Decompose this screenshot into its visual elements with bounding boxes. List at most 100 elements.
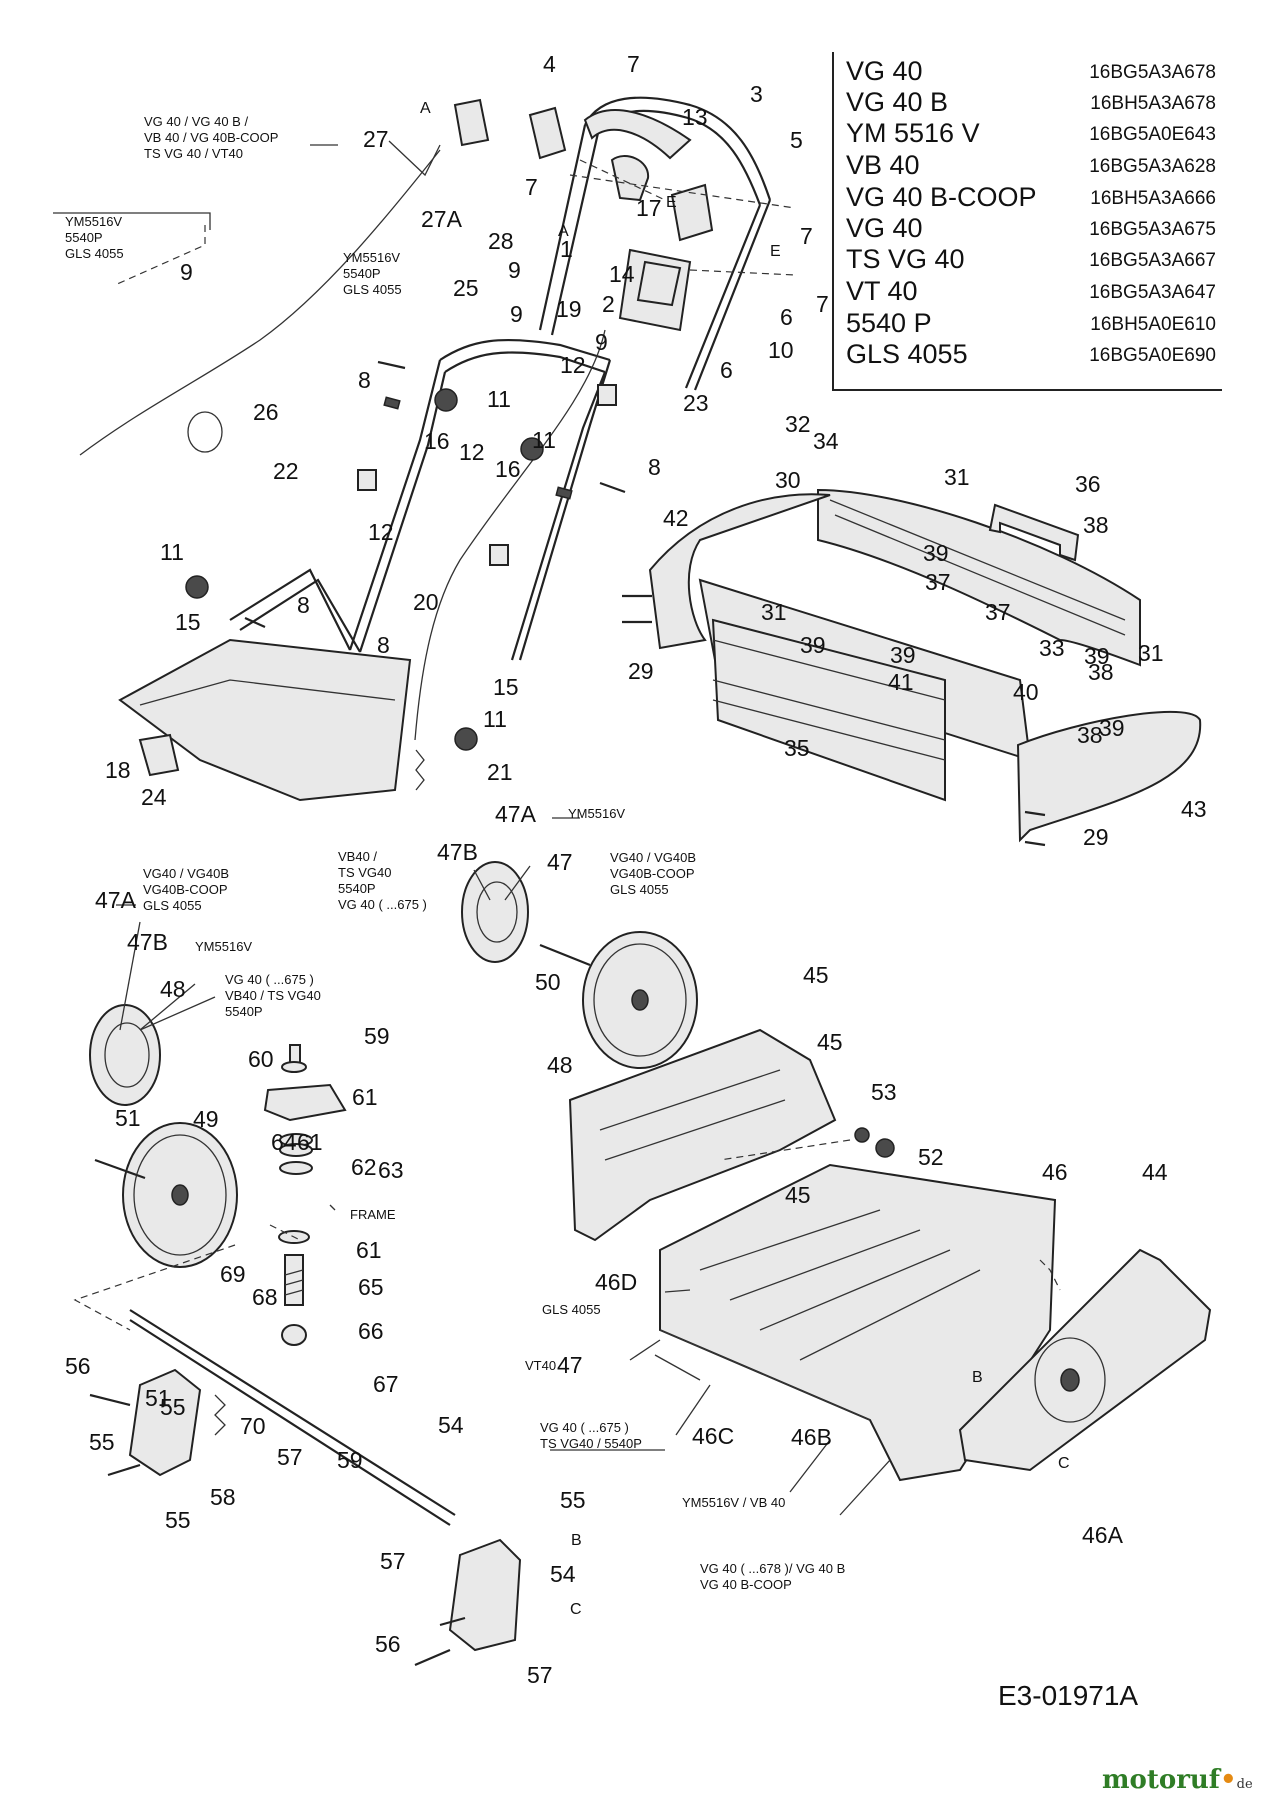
letter-label: A <box>558 223 569 240</box>
part-number-label: 61 <box>356 1237 382 1263</box>
model-note-line: VG 40 ( ...678 )/ VG 40 B <box>700 1561 845 1576</box>
part-number-label: 8 <box>377 632 390 658</box>
part-number-label: 55 <box>165 1507 191 1533</box>
part-number-label: 31 <box>761 599 787 625</box>
part-number-label: 48 <box>160 976 186 1002</box>
model-code: 16BG5A3A647 <box>1089 282 1216 303</box>
part-number-label: 46D <box>595 1269 637 1295</box>
part-number-label: 65 <box>358 1274 384 1300</box>
watermark-dot: • <box>1220 1765 1237 1795</box>
part-number-label: 8 <box>297 592 310 618</box>
part-number-label: 17 <box>636 195 662 221</box>
part-number-label: 26 <box>253 399 279 425</box>
part-number-label: 4 <box>543 51 556 77</box>
model-note-n46c: VT40 <box>525 1358 556 1373</box>
part-number-label: 40 <box>1013 679 1039 705</box>
model-note-line: GLS 4055 <box>65 246 124 261</box>
part-number-label: 31 <box>1138 640 1164 666</box>
part-number-label: 59 <box>364 1023 390 1049</box>
model-note-line: YM5516V / VB 40 <box>682 1495 785 1510</box>
part-number-label: 68 <box>252 1284 278 1310</box>
part-number-label: 38 <box>1088 659 1114 685</box>
part-number-label: 10 <box>768 337 794 363</box>
part-number-label: 11 <box>160 539 184 565</box>
part-number-label: 38 <box>1077 722 1103 748</box>
model-note-line: VB 40 / VG 40B-COOP <box>144 130 278 145</box>
part-number-label: 27A <box>421 206 463 232</box>
part-number-label: 47B <box>127 929 168 955</box>
part-number-label: 42 <box>663 505 689 531</box>
part-number-label: 12 <box>459 439 485 465</box>
part-number-label: 43 <box>1181 796 1207 822</box>
part-number-label: 37 <box>925 569 951 595</box>
model-note-n47a_top: YM5516V <box>568 806 625 821</box>
part-number-label: 18 <box>105 757 131 783</box>
part-number-label: 39 <box>1084 643 1110 669</box>
part-number-label: 69 <box>220 1261 246 1287</box>
part-number-label: 28 <box>488 228 514 254</box>
part-number-label: 15 <box>175 609 201 635</box>
part-number-label: 57 <box>277 1444 303 1470</box>
model-code: 16BH5A0E610 <box>1090 314 1216 335</box>
model-code: 16BH5A3A666 <box>1090 188 1216 209</box>
part-number-label: 39 <box>923 540 949 566</box>
model-code: 16BG5A3A675 <box>1089 219 1216 240</box>
part-number-label: 9 <box>508 257 521 283</box>
part-number-label: 56 <box>375 1631 401 1657</box>
part-number-label: 8 <box>648 454 661 480</box>
part-number-label: 27 <box>363 126 389 152</box>
part-number-label: 51 <box>145 1385 171 1411</box>
model-note-n46d: GLS 4055 <box>542 1302 601 1317</box>
part-number-label: 7 <box>800 223 813 249</box>
part-number-label: 55 <box>560 1487 586 1513</box>
part-number-label: 46B <box>791 1424 832 1450</box>
model-note-line: YM5516V <box>343 250 400 265</box>
part-number-label: 3 <box>750 81 763 107</box>
part-number-label: 11 <box>483 706 507 732</box>
part-number-label: 39 <box>1099 715 1125 741</box>
height-adjuster <box>89 1044 522 1667</box>
part-number-label: 24 <box>141 784 167 810</box>
letter-label: E <box>666 194 677 211</box>
part-number-label: 49 <box>193 1106 219 1132</box>
model-note-line: VT40 <box>525 1358 556 1373</box>
model-name: VT 40 <box>846 276 918 306</box>
deck-assembly <box>568 1028 1212 1482</box>
part-number-label: 1 <box>560 236 573 262</box>
part-number-label: 47A <box>495 801 537 827</box>
part-number-label: 11 <box>532 427 556 453</box>
model-name: VG 40 <box>846 56 923 86</box>
model-note-line: GLS 4055 <box>542 1302 601 1317</box>
watermark-logo: motoruf•de <box>1102 1765 1253 1795</box>
assembly-guides <box>73 159 1061 1331</box>
part-number-label: 20 <box>413 589 439 615</box>
part-number-label: 35 <box>784 735 810 761</box>
part-number-label: 31 <box>944 464 970 490</box>
part-number-label: 64 <box>271 1129 297 1155</box>
part-number-label: 57 <box>527 1662 553 1688</box>
part-number-label: 48 <box>547 1052 573 1078</box>
model-note-line: VG40B-COOP <box>143 882 228 897</box>
part-number-label: 55 <box>89 1429 115 1455</box>
part-number-label: 19 <box>556 296 582 322</box>
letter-label: B <box>571 1532 582 1549</box>
part-number-label: 45 <box>803 962 829 988</box>
part-number-label: 59 <box>337 1447 363 1473</box>
model-name: VG 40 B <box>846 87 949 117</box>
part-number-label: 9 <box>510 301 523 327</box>
model-note-line: VG 40 ( ...675 ) <box>540 1420 629 1435</box>
part-number-label: 62 <box>351 1154 377 1180</box>
part-number-label: 30 <box>775 467 801 493</box>
model-name: VG 40 B-COOP <box>846 182 1037 212</box>
part-number-label: 12 <box>368 519 394 545</box>
